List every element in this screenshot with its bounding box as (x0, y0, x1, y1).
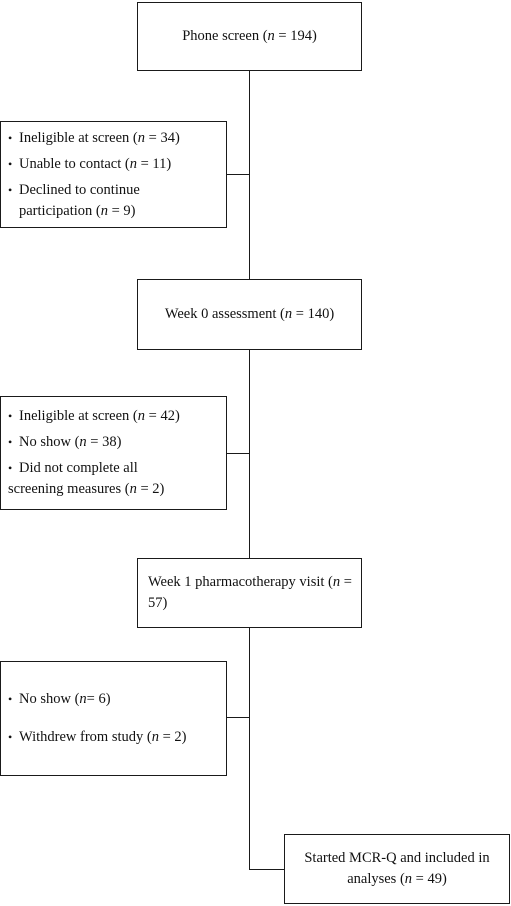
phone-screen-box: Phone screen (n = 194) (137, 2, 362, 71)
phone-screen-text: Phone screen (n = 194) (182, 28, 317, 44)
exclusion-list-1: Ineligible at screen (n = 34) Unable to … (1, 128, 226, 222)
main-flow-line-3 (249, 627, 251, 870)
exclusion-3-connector (226, 717, 250, 719)
list-item: Unable to contact (n = 11) (8, 154, 220, 175)
week1-visit-text: Week 1 pharmacotherapy visit (n = 57) (148, 574, 352, 611)
exclusion-2-connector (226, 453, 250, 455)
list-item: No show (n = 38) (8, 432, 220, 453)
final-analysis-text: Started MCR-Q and included in analyses (… (304, 850, 490, 887)
final-analysis-box: Started MCR-Q and included in analyses (… (284, 834, 510, 904)
list-item: No show (n= 6) (8, 689, 220, 710)
exclusion-list-2: Ineligible at screen (n = 42) No show (n… (1, 406, 226, 500)
exclusion-box-1: Ineligible at screen (n = 34) Unable to … (0, 121, 227, 228)
list-item: Ineligible at screen (n = 42) (8, 406, 220, 427)
list-item: Declined to continue participation (n = … (8, 180, 187, 222)
list-item: Withdrew from study (n = 2) (8, 727, 220, 748)
final-connector (249, 869, 285, 871)
exclusion-list-3: No show (n= 6) Withdrew from study (n = … (1, 689, 226, 748)
exclusion-box-2: Ineligible at screen (n = 42) No show (n… (0, 396, 227, 510)
week0-assessment-text: Week 0 assessment (n = 140) (164, 306, 335, 322)
list-item: Ineligible at screen (n = 34) (8, 128, 220, 149)
exclusion-box-3: No show (n= 6) Withdrew from study (n = … (0, 661, 227, 776)
week0-assessment-box: Week 0 assessment (n = 140) (137, 279, 362, 350)
week1-visit-box: Week 1 pharmacotherapy visit (n = 57) (137, 558, 362, 628)
list-item: Did not complete all screening measures … (8, 458, 188, 500)
exclusion-1-connector (226, 174, 250, 176)
